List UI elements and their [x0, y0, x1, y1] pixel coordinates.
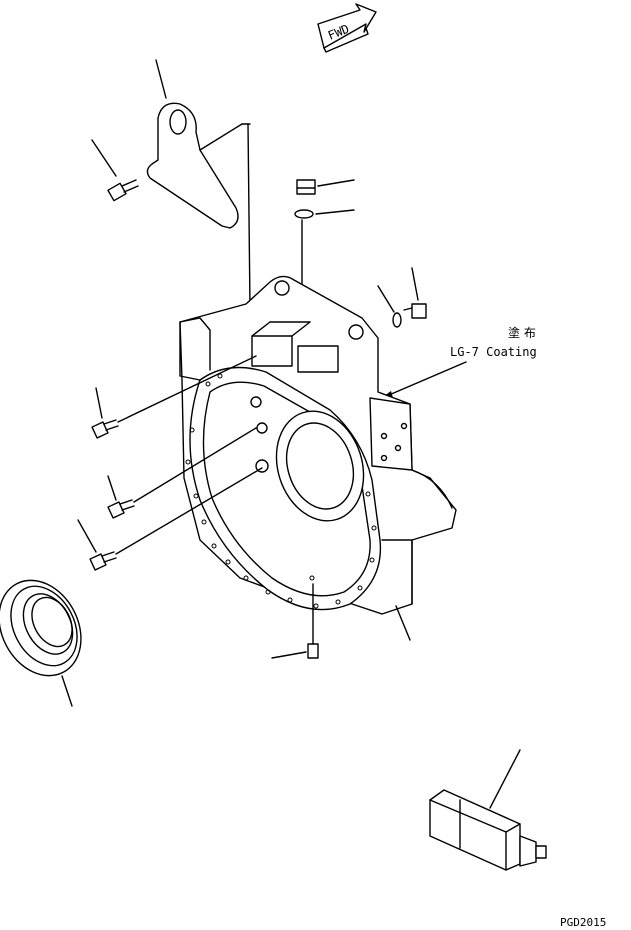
- bracket-bolt: [91, 139, 139, 202]
- drawing-number: PGD2015: [560, 916, 606, 929]
- coating-label: LG-7 Coating: [450, 345, 537, 359]
- washer: [377, 285, 402, 328]
- flange-bolt-holes: [185, 373, 377, 609]
- drain-plug: [271, 583, 319, 659]
- mounting-bolt-upper: [91, 355, 257, 439]
- housing-bolt: [403, 267, 427, 319]
- mounting-bracket: [146, 59, 251, 309]
- mounting-bolt-middle: [107, 427, 257, 519]
- coating-japanese-label: 塗 布: [508, 325, 536, 340]
- fwd-arrow: FWD: [317, 3, 377, 53]
- oil-seal: [0, 579, 82, 707]
- plug: [296, 179, 355, 195]
- flywheel-housing: [179, 275, 457, 641]
- sensor-unit: [429, 749, 547, 871]
- mounting-bolt-lower: [77, 467, 263, 571]
- coating-annotation: 塗 布 LG-7 Coating: [380, 325, 537, 399]
